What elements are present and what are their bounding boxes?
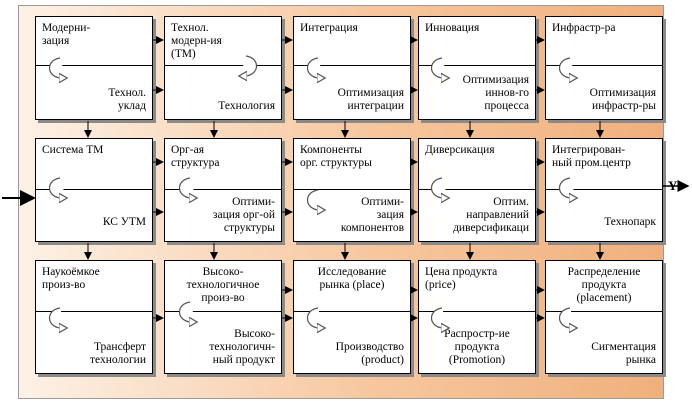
feedback-arrow-icon bbox=[306, 57, 325, 78]
row2-arrows bbox=[153, 158, 545, 216]
block-tech-modernization: Технол. модерн-ия (ТМ) Технология bbox=[164, 16, 282, 120]
block-divider bbox=[419, 189, 535, 190]
block-bottom-label: Высоко- технологичн- ный продукт bbox=[209, 328, 275, 366]
block-divider bbox=[546, 311, 662, 312]
block-bottom-label: Оптим. направлений диверсификаци bbox=[453, 196, 529, 234]
block-divider bbox=[294, 189, 410, 190]
block-bottom-label: Технол. уклад bbox=[108, 87, 146, 112]
feedback-arrow-icon bbox=[48, 57, 67, 78]
row3-arrows bbox=[153, 286, 545, 322]
block-divider bbox=[419, 311, 535, 312]
block-top-label: Цена продукта (price) bbox=[425, 266, 498, 291]
block-bottom-label: Оптимизация интеграции bbox=[337, 87, 404, 112]
feedback-arrow-icon bbox=[178, 177, 197, 198]
block-bottom-label: Технопарк bbox=[604, 216, 656, 228]
block-bottom-label: Технология bbox=[218, 100, 275, 112]
feedback-arrow-icon bbox=[430, 57, 449, 78]
feedback-arrow-icon bbox=[430, 177, 449, 198]
feedback-arrow-icon bbox=[306, 307, 325, 328]
block-product-distribution: Распределение продукта (placement) Сигме… bbox=[545, 260, 663, 374]
vertical-arrows bbox=[84, 121, 604, 260]
feedback-arrow-icon bbox=[558, 307, 577, 328]
block-modernization: Модерни- зация Технол. уклад bbox=[35, 16, 153, 120]
block-top-label: Наукоёмкое произ-во bbox=[42, 266, 100, 291]
block-org-structure: Орг-ая структура Оптими- зация орг-ой ст… bbox=[164, 138, 282, 242]
block-top-label: Исследование рынка (place) bbox=[317, 266, 387, 291]
block-top-label: Диверсикация bbox=[425, 144, 495, 156]
block-top-label: Компоненты орг. структуры bbox=[300, 144, 372, 169]
block-bottom-label: Трансферт технологии bbox=[90, 341, 146, 366]
block-bottom-label: Производство (product) bbox=[335, 341, 404, 366]
feedback-arrow-icon bbox=[306, 189, 325, 210]
feedback-arrow-icon bbox=[430, 307, 449, 328]
block-market-research: Исследование рынка (place) Производство … bbox=[293, 260, 411, 374]
block-divider bbox=[546, 189, 662, 190]
block-divider bbox=[165, 189, 281, 190]
feedback-arrow-icon bbox=[178, 301, 197, 322]
block-divider bbox=[36, 189, 152, 190]
block-top-label: Технол. модерн-ия (ТМ) bbox=[171, 22, 222, 60]
block-divider bbox=[36, 311, 152, 312]
block-divider bbox=[165, 65, 281, 66]
feedback-arrows bbox=[48, 55, 577, 328]
block-top-label: Инновация bbox=[425, 22, 480, 34]
block-bottom-label: Оптими- зация орг-ой структуры bbox=[212, 196, 275, 234]
feedback-arrow-icon bbox=[240, 55, 258, 76]
block-bottom-label: Оптимизация инфрастр-ры bbox=[589, 87, 656, 112]
block-bottom-label: Распростр-ие продукта (Promotion) bbox=[444, 328, 510, 366]
row1-arrows bbox=[153, 36, 545, 94]
block-top-label: Система ТМ bbox=[42, 144, 104, 156]
feedback-arrow-icon bbox=[48, 307, 67, 328]
feedback-arrow-icon bbox=[558, 57, 577, 78]
block-bottom-label: КС УТМ bbox=[102, 216, 146, 228]
block-divider bbox=[36, 65, 152, 66]
block-bottom-label: Оптимизация иннов-го процесса bbox=[462, 74, 529, 112]
block-top-label: Инфрастр-ра bbox=[552, 22, 616, 34]
block-divider bbox=[294, 311, 410, 312]
block-bottom-label: Оптими- зация компонентов bbox=[340, 196, 404, 234]
block-top-label: Интегрирован- ный пром.центр bbox=[552, 144, 631, 169]
block-top-label: Распределение продукта (placement) bbox=[567, 266, 641, 304]
block-top-label: Орг-ая структура bbox=[171, 144, 220, 169]
block-top-label: Модерни- зация bbox=[42, 22, 91, 47]
block-org-components: Компоненты орг. структуры Оптими- зация … bbox=[293, 138, 411, 242]
block-divider bbox=[419, 65, 535, 66]
block-divider bbox=[546, 65, 662, 66]
block-top-label: Высоко- технологичное произ-во bbox=[186, 266, 260, 304]
block-top-label: Интеграция bbox=[300, 22, 358, 34]
feedback-arrow-icon bbox=[48, 177, 67, 198]
output-label: Y bbox=[668, 178, 678, 193]
feedback-arrow-icon bbox=[558, 177, 577, 198]
block-divider bbox=[294, 65, 410, 66]
block-bottom-label: Сигментация рынка bbox=[591, 341, 656, 366]
block-divider bbox=[165, 311, 281, 312]
